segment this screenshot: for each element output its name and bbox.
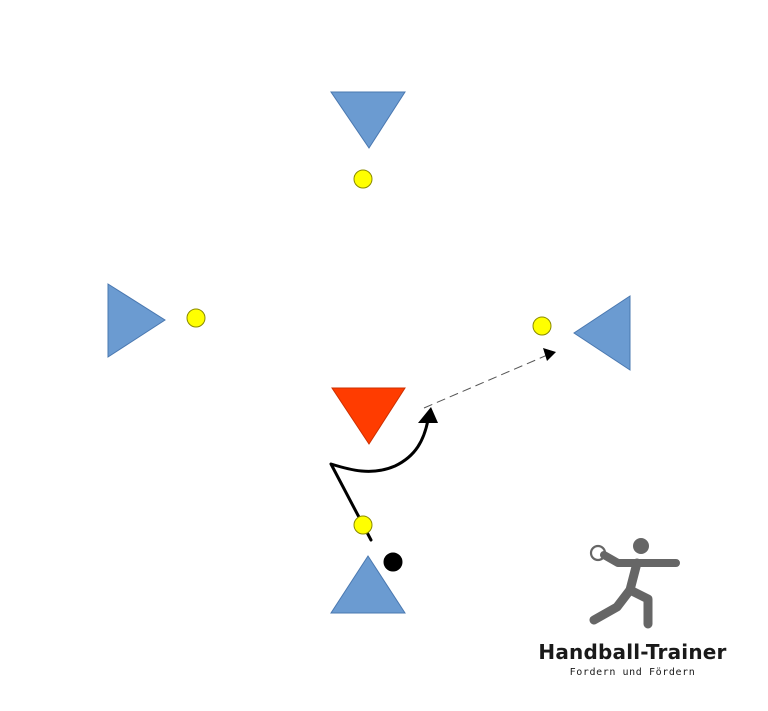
attacker-right — [573, 295, 631, 371]
running-path-arrowhead — [418, 407, 438, 423]
defender — [331, 387, 406, 445]
logo-tagline: Fordern und Fördern — [569, 667, 696, 678]
ball-top — [353, 169, 373, 189]
dribble-ball — [383, 552, 403, 572]
attacker-left — [107, 283, 166, 358]
attacker-bottom — [330, 555, 406, 614]
attacker-top — [330, 91, 406, 149]
running-path — [329, 418, 430, 542]
handball-player-logo-icon — [589, 538, 680, 629]
ball-right — [532, 316, 552, 336]
ball-bottom — [353, 515, 373, 535]
pass-path-arrowhead — [543, 348, 556, 361]
pass-path — [423, 352, 553, 409]
ball-left — [186, 308, 206, 328]
logo-title: Handball-Trainer — [538, 640, 727, 664]
